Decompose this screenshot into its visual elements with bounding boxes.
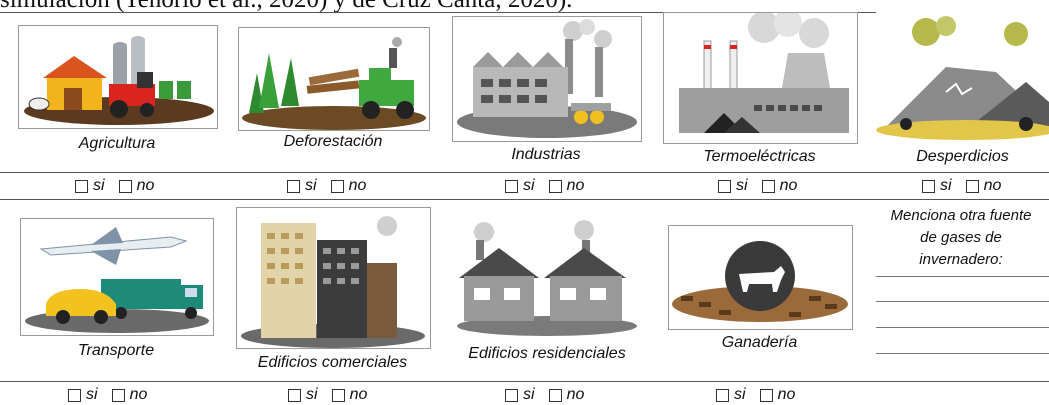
checkbox-icon[interactable] bbox=[118, 179, 132, 193]
top-divider bbox=[0, 12, 1049, 13]
checkbox-icon[interactable] bbox=[287, 179, 300, 193]
option-no[interactable]: no bbox=[761, 177, 797, 195]
checkbox-icon[interactable] bbox=[548, 388, 562, 402]
row2-bottom-divider bbox=[0, 381, 1049, 382]
option-no[interactable]: no bbox=[331, 386, 367, 404]
option-si[interactable]: si bbox=[75, 177, 105, 195]
residential-houses-image bbox=[454, 218, 640, 336]
option-no[interactable]: no bbox=[965, 177, 1001, 195]
checkbox-icon[interactable] bbox=[75, 179, 88, 193]
choice-edificios-residenciales: si no bbox=[505, 386, 594, 404]
option-no[interactable]: no bbox=[330, 177, 366, 195]
checkbox-icon[interactable] bbox=[716, 388, 729, 402]
checkbox-icon[interactable] bbox=[331, 388, 345, 402]
other-prompt-line1: Menciona otra fuente bbox=[890, 207, 1032, 224]
checkbox-icon[interactable] bbox=[718, 179, 731, 193]
choice-edificios-comerciales: si no bbox=[288, 386, 377, 404]
choice-transporte: si no bbox=[68, 386, 157, 404]
checkbox-icon[interactable] bbox=[759, 388, 773, 402]
label-termoelectricas: Termoeléctricas bbox=[703, 148, 816, 165]
checkbox-icon[interactable] bbox=[505, 388, 518, 402]
commercial-buildings-image bbox=[236, 207, 431, 349]
label-ganaderia: Ganadería bbox=[721, 334, 798, 351]
row1-divider bbox=[0, 172, 1049, 173]
livestock-image bbox=[668, 225, 853, 330]
thermoelectric-image bbox=[663, 12, 858, 144]
choice-termoelectricas: si no bbox=[718, 177, 807, 195]
option-si[interactable]: si bbox=[288, 386, 318, 404]
transport-image bbox=[20, 218, 214, 336]
option-si[interactable]: si bbox=[718, 177, 748, 195]
other-source-prompt: Menciona otra fuente de gases de inverna… bbox=[873, 205, 1049, 271]
deforestation-image bbox=[238, 27, 430, 131]
option-si[interactable]: si bbox=[505, 177, 535, 195]
choice-agricultura: si no bbox=[75, 177, 164, 195]
other-prompt-line3: invernadero: bbox=[919, 251, 1003, 268]
option-si[interactable]: si bbox=[716, 386, 746, 404]
industry-image bbox=[452, 16, 642, 142]
answer-line[interactable] bbox=[876, 327, 1049, 328]
option-no[interactable]: no bbox=[118, 177, 154, 195]
checkbox-icon[interactable] bbox=[111, 388, 125, 402]
agriculture-image bbox=[18, 25, 218, 129]
checkbox-icon[interactable] bbox=[922, 179, 935, 193]
label-edificios-comerciales: Edificios comerciales bbox=[257, 354, 408, 371]
label-agricultura: Agricultura bbox=[78, 135, 156, 152]
option-no[interactable]: no bbox=[111, 386, 147, 404]
choice-ganaderia: si no bbox=[716, 386, 805, 404]
option-si[interactable]: si bbox=[287, 177, 317, 195]
option-no[interactable]: no bbox=[548, 177, 584, 195]
answer-line[interactable] bbox=[876, 301, 1049, 302]
choice-industrias: si no bbox=[505, 177, 594, 195]
checkbox-icon[interactable] bbox=[548, 179, 562, 193]
label-edificios-residenciales: Edificios residenciales bbox=[468, 345, 626, 362]
option-no[interactable]: no bbox=[548, 386, 584, 404]
choice-desperdicios: si no bbox=[922, 177, 1011, 195]
other-prompt-line2: de gases de bbox=[920, 229, 1002, 246]
option-si[interactable]: si bbox=[68, 386, 98, 404]
row2-top-divider bbox=[0, 199, 1049, 200]
option-no[interactable]: no bbox=[759, 386, 795, 404]
checkbox-icon[interactable] bbox=[68, 388, 81, 402]
label-industrias: Industrias bbox=[511, 146, 581, 163]
waste-image bbox=[876, 12, 1049, 144]
checkbox-icon[interactable] bbox=[288, 388, 301, 402]
answer-line[interactable] bbox=[876, 276, 1049, 277]
option-si[interactable]: si bbox=[922, 177, 952, 195]
checkbox-icon[interactable] bbox=[505, 179, 518, 193]
label-transporte: Transporte bbox=[77, 342, 155, 359]
label-desperdicios: Desperdicios bbox=[916, 148, 1009, 165]
checkbox-icon[interactable] bbox=[330, 179, 344, 193]
option-si[interactable]: si bbox=[505, 386, 535, 404]
label-deforestacion: Deforestación bbox=[283, 133, 383, 150]
choice-deforestacion: si no bbox=[287, 177, 376, 195]
answer-line[interactable] bbox=[876, 353, 1049, 354]
header-text-fragment: simulación (Tenorio et al., 2020) y de C… bbox=[0, 0, 572, 14]
checkbox-icon[interactable] bbox=[965, 179, 979, 193]
checkbox-icon[interactable] bbox=[761, 179, 775, 193]
